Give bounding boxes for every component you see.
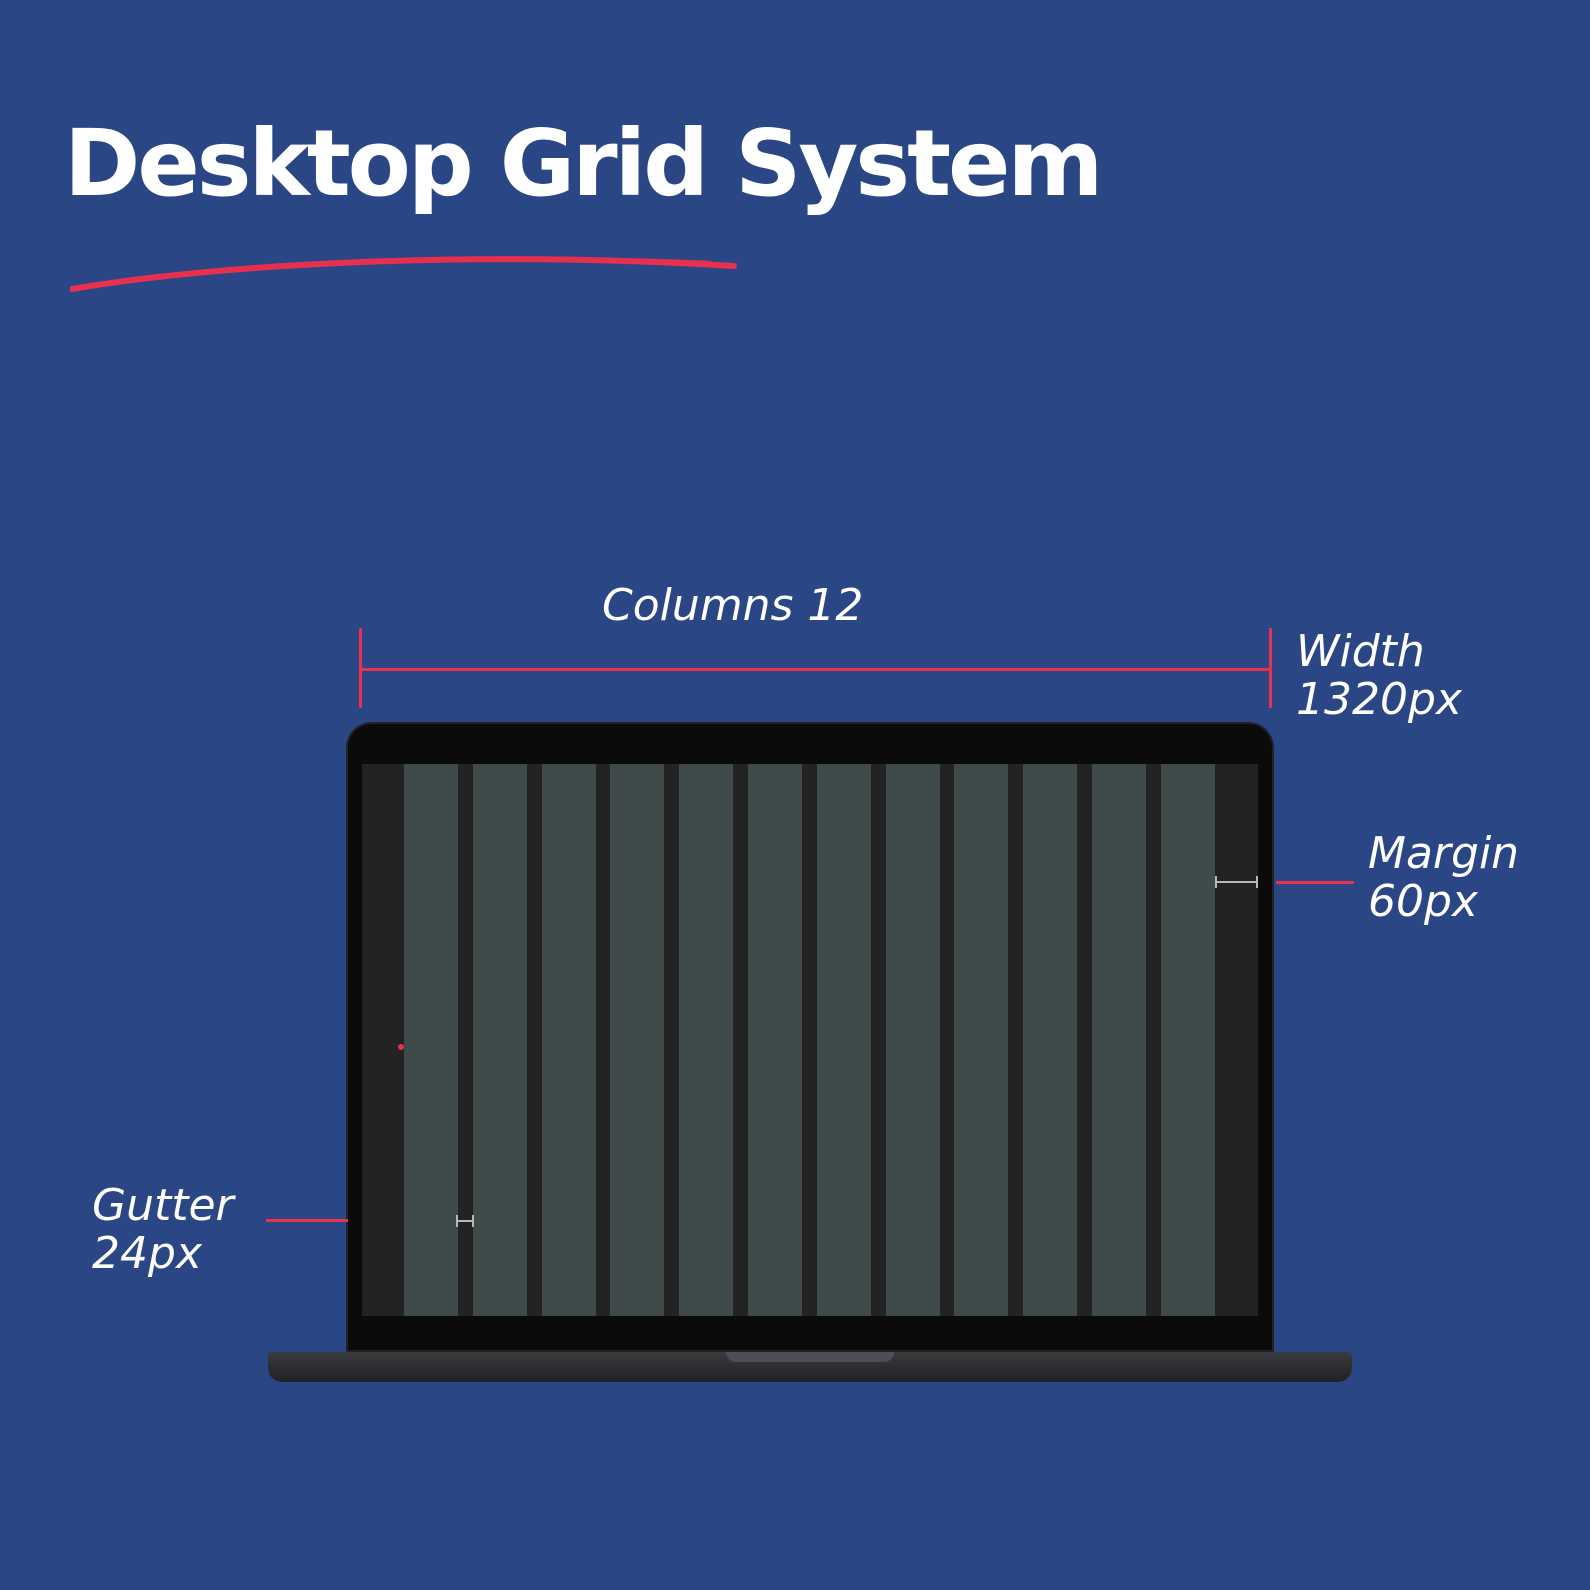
grid-column: [748, 764, 802, 1316]
margin-pointer-line: [1276, 881, 1354, 884]
gutter-pointer-line: [266, 1219, 348, 1222]
margin-dimension-marker: [1216, 881, 1258, 883]
gutter-label: Gutter 24px: [92, 1180, 234, 1279]
accent-dot: [398, 1044, 404, 1050]
grid-column: [885, 764, 940, 1316]
margin-dimension-left-tick: [1215, 876, 1217, 888]
title-underline: [70, 256, 737, 292]
page-title: Desktop Grid System: [64, 110, 1103, 217]
grid-column: [1092, 764, 1146, 1316]
laptop-screen: [362, 764, 1258, 1316]
width-dimension-line: [360, 668, 1270, 671]
grid-column: [1023, 764, 1078, 1316]
columns-label: Columns 12: [602, 580, 864, 631]
margin-label: Margin 60px: [1368, 828, 1520, 927]
gutter-dimension-left-tick: [456, 1215, 458, 1227]
grid-column: [816, 764, 871, 1316]
width-label: Width 1320px: [1296, 626, 1462, 725]
width-dimension-right-tick: [1269, 628, 1272, 708]
grid-column: [1160, 764, 1215, 1316]
grid-column: [954, 764, 1009, 1316]
grid-column: [404, 764, 458, 1316]
gutter-dimension-marker: [457, 1220, 473, 1222]
margin-dimension-right-tick: [1256, 876, 1258, 888]
grid-column: [610, 764, 665, 1316]
grid-column: [472, 764, 527, 1316]
gutter-dimension-right-tick: [472, 1215, 474, 1227]
width-dimension-left-tick: [359, 628, 362, 708]
laptop-notch: [726, 1352, 894, 1362]
grid-column: [541, 764, 596, 1316]
grid-column: [679, 764, 734, 1316]
